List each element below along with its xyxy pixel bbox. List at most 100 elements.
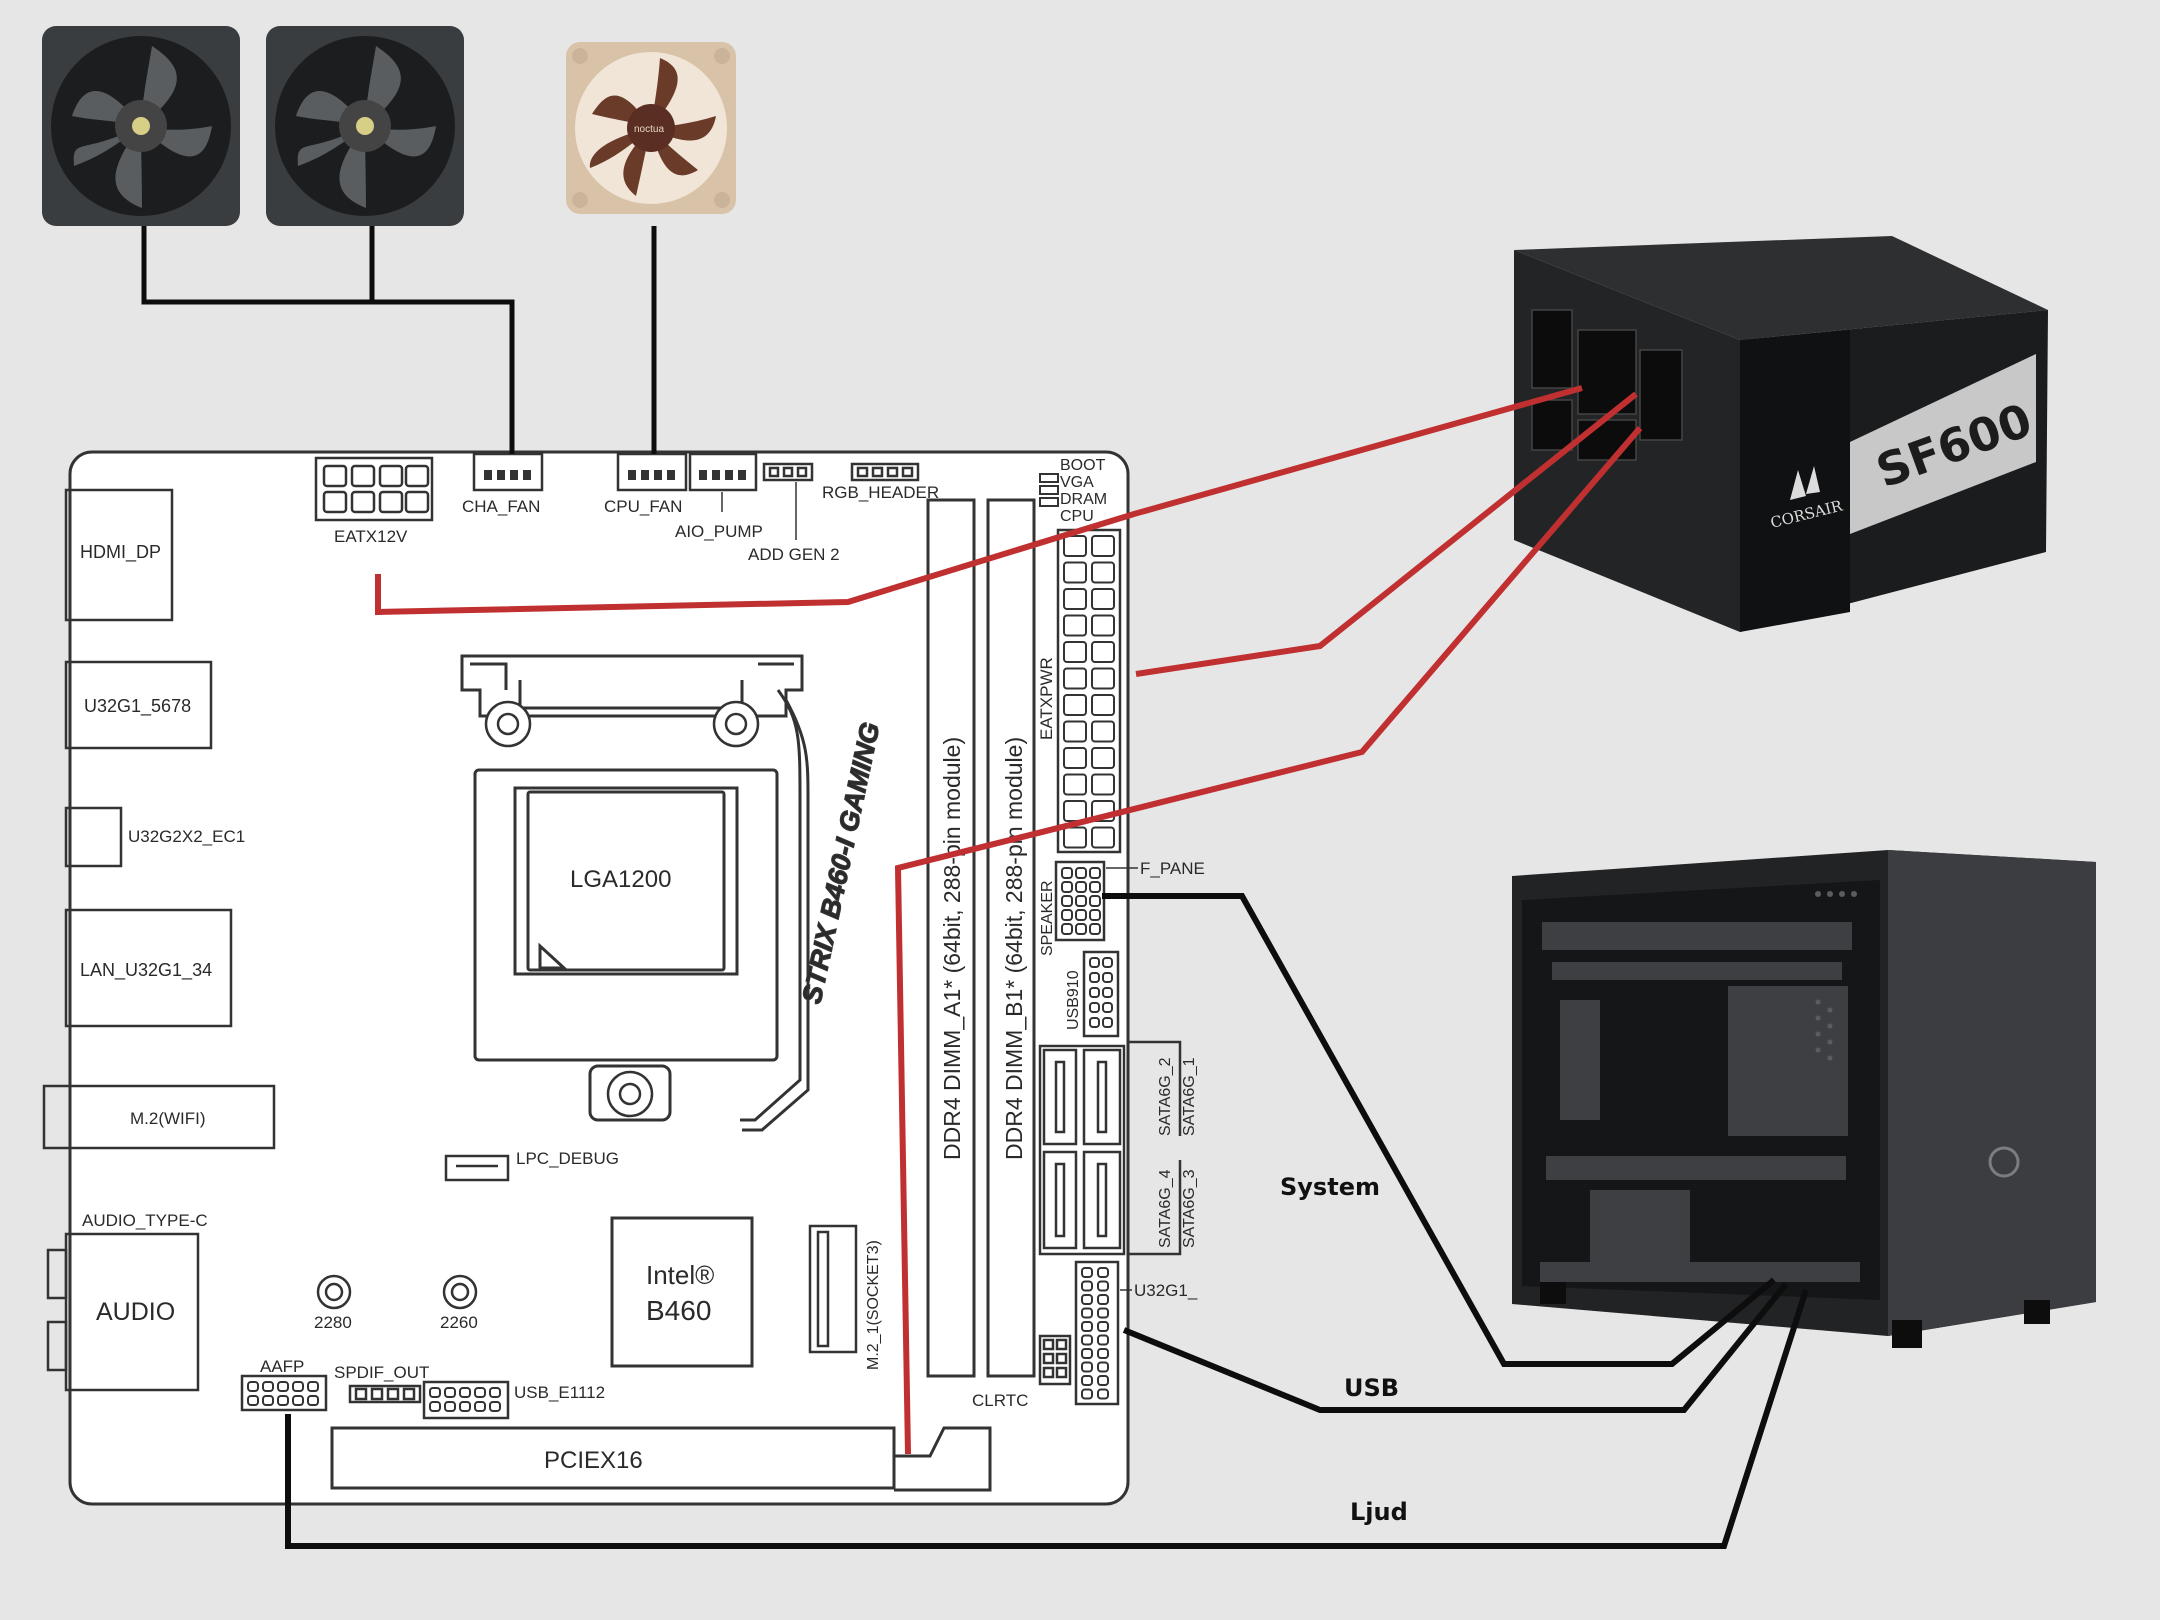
header-pin xyxy=(429,1401,441,1412)
audio-label: AUDIO xyxy=(96,1298,175,1326)
header-pin xyxy=(1075,895,1087,907)
header-pin xyxy=(1081,1375,1093,1386)
header-pin xyxy=(1091,561,1115,584)
audio-type-c-label: AUDIO_TYPE-C xyxy=(82,1211,208,1230)
aafp-header xyxy=(240,1374,328,1412)
sata6g-2-label: SATA6G_2 xyxy=(1157,1057,1174,1136)
rear-io-panel xyxy=(42,488,276,1392)
usb910-pins xyxy=(1089,957,1113,1028)
m2-socket-label: M.2_1(SOCKET3) xyxy=(865,1240,882,1370)
dram-led-label: DRAM xyxy=(1060,491,1107,508)
header-pin xyxy=(1089,867,1101,879)
header-pin xyxy=(292,1395,304,1406)
fan-hub-icon xyxy=(132,117,150,135)
header-pin xyxy=(444,1401,456,1412)
case-interior xyxy=(1540,922,1860,1282)
fan-cables xyxy=(141,226,657,454)
m2-standoffs xyxy=(316,1274,478,1310)
header-pin xyxy=(1102,987,1113,998)
header-pin xyxy=(247,1381,259,1392)
header-pin xyxy=(1081,1307,1093,1319)
header-pin xyxy=(262,1381,274,1392)
header-pin xyxy=(1091,747,1115,769)
header-pin xyxy=(1091,773,1115,796)
socket-label: LGA1200 xyxy=(570,866,671,893)
power-cables xyxy=(375,385,1643,1455)
header-pin xyxy=(1097,1280,1109,1292)
header-pin xyxy=(1089,1017,1100,1028)
rgb-header xyxy=(850,462,920,482)
f-panel-header xyxy=(1054,860,1106,942)
header-pin xyxy=(1091,588,1115,610)
header-pin xyxy=(1063,535,1087,557)
header-pin xyxy=(1089,972,1100,983)
psu-modular-ports xyxy=(1531,309,1683,461)
cha-fan-label: CHA_FAN xyxy=(462,497,540,516)
sata-ports xyxy=(1038,1040,1182,1256)
usb-e1112-label: USB_E1112 xyxy=(514,1383,605,1402)
lpc-debug-label: LPC_DEBUG xyxy=(516,1149,619,1168)
psu-sf600: SF600 CORSAIR xyxy=(1514,236,2048,632)
aafp-pins xyxy=(247,1381,319,1406)
pc-case xyxy=(1512,850,2096,1348)
usb-e1112-header xyxy=(422,1380,510,1420)
header-pin xyxy=(1063,667,1087,690)
header-pin xyxy=(1091,720,1115,743)
header-pin xyxy=(1091,535,1115,557)
eatx12v-connector xyxy=(314,456,434,522)
header-pin xyxy=(1081,1361,1093,1373)
usb910-header xyxy=(1082,950,1120,1038)
usb910-label: USB910 xyxy=(1065,970,1082,1030)
header-pin xyxy=(1097,1294,1109,1305)
header-pin xyxy=(1097,1348,1109,1359)
sata6g-3-label: SATA6G_3 xyxy=(1181,1169,1198,1248)
header-pin xyxy=(444,1387,456,1398)
standoff-2260-label: 2260 xyxy=(440,1313,478,1332)
header-pin xyxy=(1063,747,1087,769)
header-pin xyxy=(1097,1361,1109,1373)
header-pin xyxy=(277,1381,289,1392)
header-pin xyxy=(1097,1388,1109,1400)
header-pin xyxy=(1061,895,1073,907)
u32g2x2-ec1-label: U32G2X2_EC1 xyxy=(128,827,245,846)
header-pin xyxy=(1097,1375,1109,1386)
f-panel-label: F_PANE xyxy=(1140,859,1205,878)
header-pin xyxy=(1063,561,1087,584)
header-pin xyxy=(1063,614,1087,637)
case-fan-2 xyxy=(266,26,464,226)
cpu-socket xyxy=(460,654,810,1132)
chipset-model-label: B460 xyxy=(646,1295,711,1326)
header-pin xyxy=(247,1395,259,1406)
header-pin xyxy=(1089,909,1101,921)
q-led-indicators xyxy=(1039,473,1059,507)
corsair-sails-icon xyxy=(1790,466,1820,500)
u32g1-front-header xyxy=(1074,1260,1120,1406)
header-pin xyxy=(1081,1321,1093,1332)
boot-led-label: BOOT xyxy=(1060,457,1106,474)
header-pin xyxy=(459,1401,471,1412)
header-pin xyxy=(1075,909,1087,921)
cpu-fan-label: CPU_FAN xyxy=(604,497,682,516)
dimm-a1-label: DDR4 DIMM_A1* (64bit, 288-pin module) xyxy=(939,737,965,1160)
add-gen2-header xyxy=(762,462,814,482)
header-pin xyxy=(1061,881,1073,893)
header-pin xyxy=(292,1381,304,1392)
eatxpwr-label: EATXPWR xyxy=(1037,657,1056,740)
audio-cable-label: Ljud xyxy=(1350,1498,1408,1526)
header-pin xyxy=(1102,1017,1113,1028)
socket-screw-left xyxy=(484,700,760,1118)
u32g1-front-label: U32G1_ xyxy=(1134,1281,1198,1300)
m2-socket xyxy=(808,1224,858,1354)
fan-hub-icon xyxy=(356,117,374,135)
sata6g-4-label: SATA6G_4 xyxy=(1157,1169,1174,1248)
motherboard: HDMI_DP U32G1_5678 U32G2X2_EC1 LAN_U32G1… xyxy=(42,450,1205,1506)
header-pin xyxy=(1075,881,1087,893)
header-pin xyxy=(1063,694,1087,716)
case-fan-1 xyxy=(42,26,240,226)
f-panel-pins xyxy=(1061,867,1101,935)
pciex16-label: PCIEX16 xyxy=(544,1447,643,1474)
header-pin xyxy=(1061,909,1073,921)
header-pin xyxy=(1081,1334,1093,1346)
aafp-label: AAFP xyxy=(260,1357,304,1376)
